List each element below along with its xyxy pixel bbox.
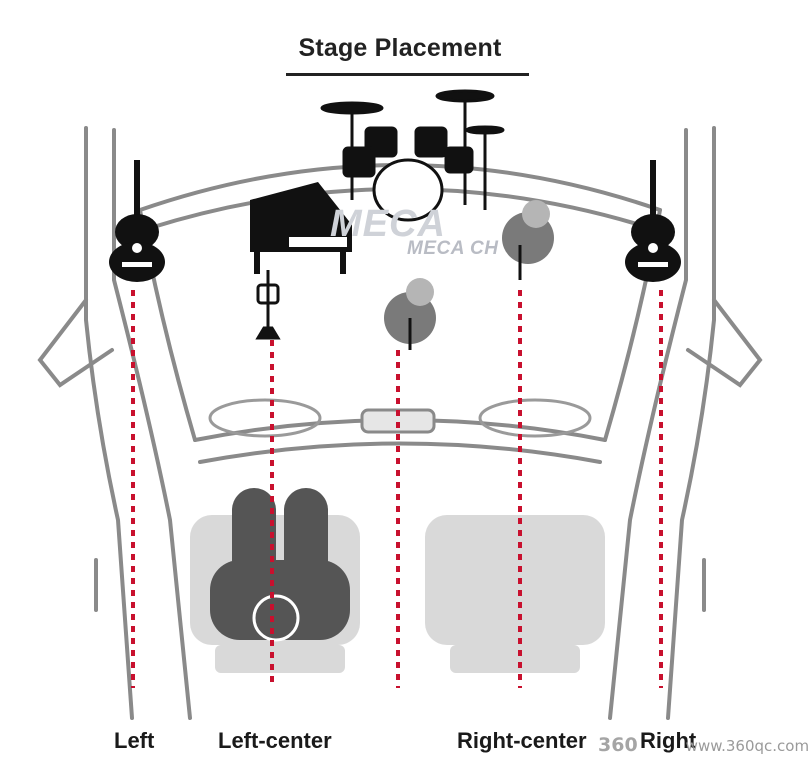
steering-wheel-icon [252,594,300,642]
watermark-site: 360 www.360qc.com [598,734,809,756]
label-left: Left [114,728,155,753]
label-left-center: Left-center [218,728,332,753]
guitar-icon [625,160,681,282]
piano-icon [250,182,352,274]
label-right-center: Right-center [457,728,587,753]
watermark-site-url: www.360qc.com [685,737,809,755]
vocalist-icon [384,278,436,350]
vocalist-icon [502,200,554,280]
trumpet-icon [255,270,281,340]
label-right: Right [640,728,697,753]
watermark-site-number: 360 [598,734,638,756]
driver-silhouette [210,488,350,640]
page-title: Stage Placement [298,34,502,62]
title-underline [286,73,529,76]
drum-kit-icon [320,89,505,222]
guitar-icon [109,160,165,282]
position-lines [131,290,663,688]
watermark-logo-text: MECA CH [407,238,499,259]
dashboard-vent [208,398,592,438]
watermark-logo: MECA [330,203,446,245]
